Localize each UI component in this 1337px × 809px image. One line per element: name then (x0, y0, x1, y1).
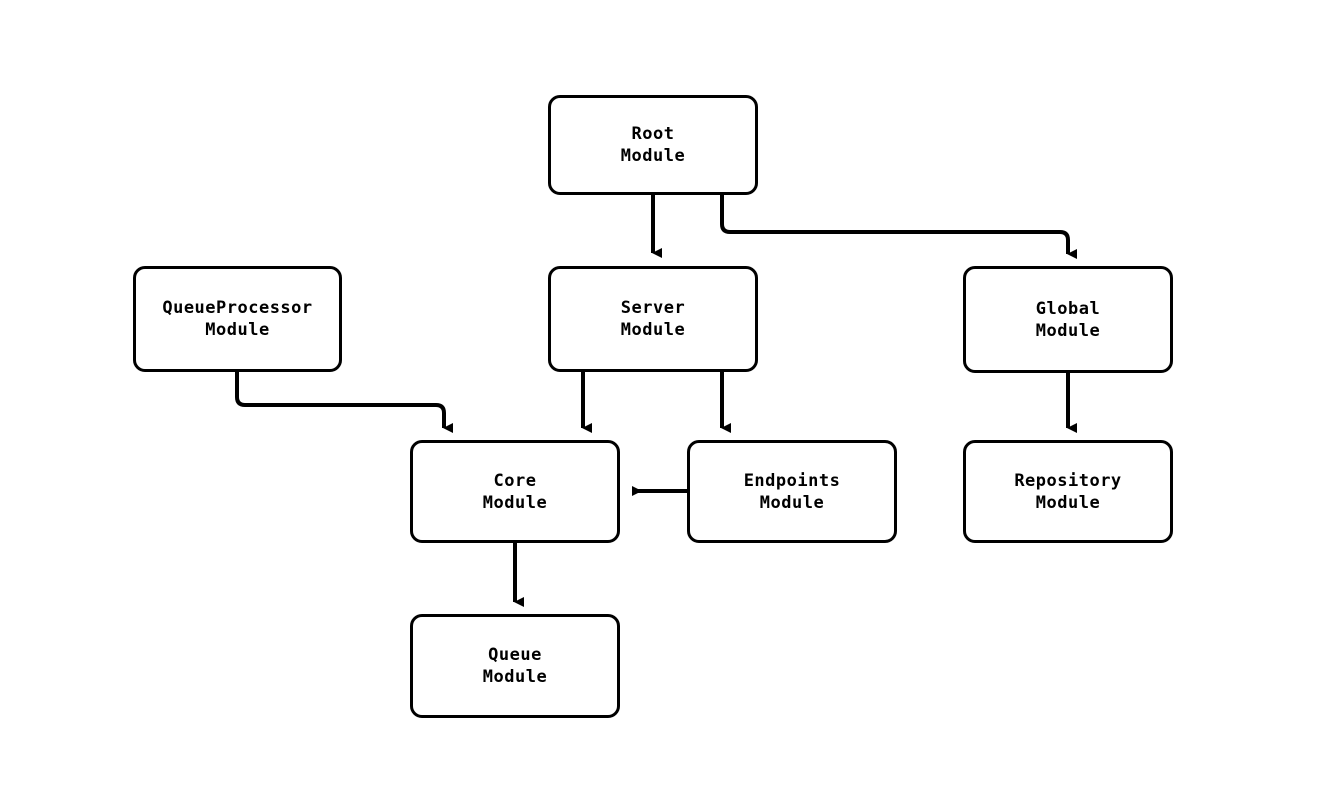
node-server-module-label: Server Module (620, 298, 686, 340)
edge-root-to-global (720, 195, 1077, 259)
node-endpoints-module-label: Endpoints Module (743, 470, 841, 513)
node-core-module-label: Core Module (482, 470, 548, 513)
node-queueprocessor-module[interactable]: QueueProcessor Module (133, 266, 342, 372)
node-endpoints-module[interactable]: Endpoints Module (687, 440, 897, 543)
node-root-module[interactable]: Root Module (548, 95, 758, 195)
node-repository-module-label: Repository Module (1014, 470, 1122, 513)
edge-queueprocessor-to-core (235, 372, 453, 433)
node-server-module[interactable]: Server Module (548, 266, 758, 372)
node-core-module[interactable]: Core Module (410, 440, 620, 543)
node-queue-module-label: Queue Module (482, 645, 548, 687)
node-global-module-label: Global Module (1035, 298, 1101, 341)
node-root-module-label: Root Module (620, 124, 686, 166)
node-global-module[interactable]: Global Module (963, 266, 1173, 373)
node-repository-module[interactable]: Repository Module (963, 440, 1173, 543)
node-queueprocessor-module-label: QueueProcessor Module (162, 298, 313, 340)
node-queue-module[interactable]: Queue Module (410, 614, 620, 718)
